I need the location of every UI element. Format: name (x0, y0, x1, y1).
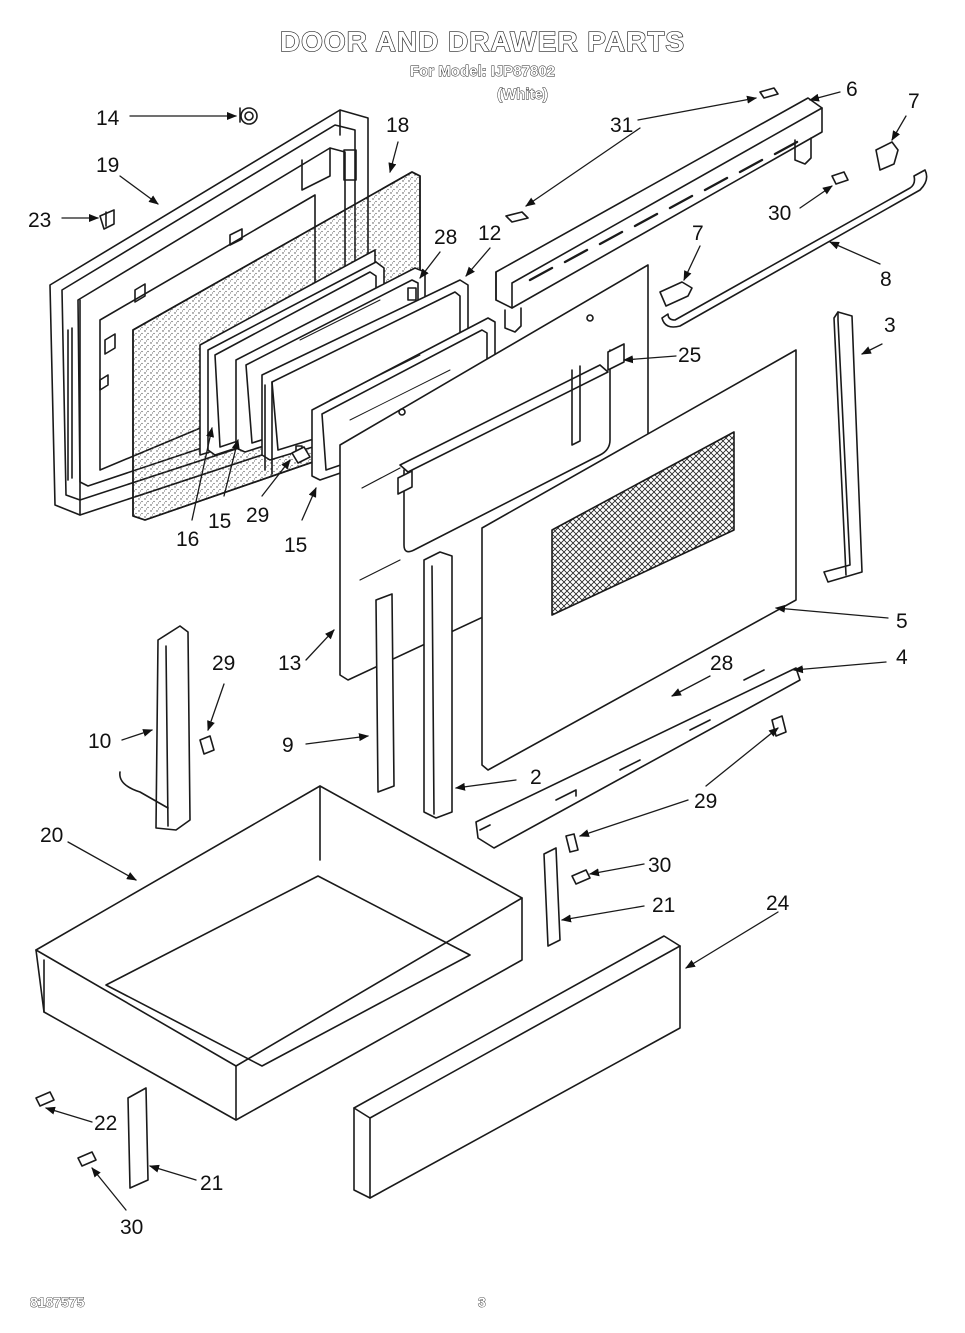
callout-4: 4 (896, 646, 908, 669)
bottom-trim-part-4 (476, 668, 800, 848)
callout-23: 23 (28, 209, 51, 232)
callout-28-top: 28 (434, 226, 457, 249)
callout-29-hinge: 29 (212, 652, 235, 675)
callout-21-left: 21 (200, 1172, 223, 1195)
callout-9: 9 (282, 734, 294, 757)
callout-14: 14 (96, 107, 120, 130)
callout-21-right: 21 (652, 894, 675, 917)
callout-20: 20 (40, 824, 63, 847)
vent-trim-part-6 (496, 98, 822, 332)
callout-29-bottom: 29 (694, 790, 717, 813)
door-handle-part-8 (660, 142, 927, 327)
callout-31: 31 (610, 114, 633, 137)
drawer-part-20 (36, 786, 522, 1120)
callout-5: 5 (896, 610, 908, 633)
callout-25: 25 (678, 344, 701, 367)
callout-8: 8 (880, 268, 892, 291)
callout-12: 12 (478, 222, 501, 245)
callout-19: 19 (96, 154, 119, 177)
callout-13: 13 (278, 652, 301, 675)
model-line: For Model: IJP87802 (409, 63, 556, 81)
callout-30-bottom: 30 (120, 1216, 143, 1239)
callout-24: 24 (766, 892, 790, 915)
callout-6: 6 (846, 78, 858, 101)
callout-30-top: 30 (768, 202, 791, 225)
side-trim-part-3 (824, 312, 862, 582)
callout-7-top: 7 (908, 90, 920, 113)
clip-part-23 (100, 210, 114, 229)
callout-18: 18 (386, 114, 409, 137)
hinge-part-10 (120, 626, 190, 830)
callout-labels: 14 19 23 18 31 6 7 30 28 12 7 8 3 25 16 … (28, 78, 920, 1239)
callout-15-right: 15 (284, 534, 307, 557)
callout-10: 10 (88, 730, 111, 753)
door-bumper-part-14 (240, 108, 257, 124)
callout-3: 3 (884, 314, 896, 337)
callout-29-top: 29 (246, 504, 269, 527)
callout-7-mid: 7 (692, 222, 704, 245)
page-number: 3 (478, 1294, 487, 1311)
callout-2: 2 (530, 766, 542, 789)
callout-30-mid: 30 (648, 854, 671, 877)
document-number: 8187575 (30, 1294, 85, 1311)
color-line: (White) (497, 86, 549, 104)
callout-22: 22 (94, 1112, 117, 1135)
callout-16: 16 (176, 528, 199, 551)
door-liner-part-13 (340, 265, 648, 680)
drawer-front-part-24 (354, 936, 680, 1198)
diagram-title: DOOR AND DRAWER PARTS (279, 25, 686, 57)
callout-15-left: 15 (208, 510, 231, 533)
leader-arrows (45, 92, 906, 1210)
callout-28-mid: 28 (710, 652, 733, 675)
door-side-strips-parts-9-2 (376, 552, 452, 818)
outer-door-panel-part-5 (482, 350, 796, 770)
drawer-slides-part-21 (128, 848, 560, 1188)
